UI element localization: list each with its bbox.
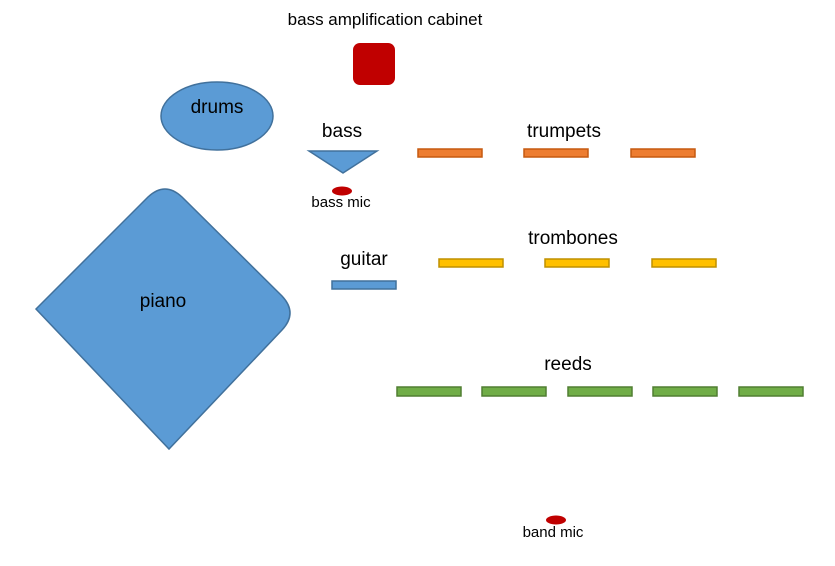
reed-3 xyxy=(567,386,633,397)
drums-shape xyxy=(160,81,274,151)
guitar-shape xyxy=(331,280,397,290)
trumpets-label: trumpets xyxy=(527,121,601,142)
bass-mic-shape xyxy=(332,186,352,196)
trombone-2 xyxy=(544,258,610,268)
reed-4 xyxy=(652,386,718,397)
piano-label: piano xyxy=(139,291,187,312)
reeds-group xyxy=(396,386,804,397)
band-mic-label: band mic xyxy=(522,524,584,541)
trumpet-3 xyxy=(630,148,696,158)
reeds-label: reeds xyxy=(544,354,592,375)
reed-2 xyxy=(481,386,547,397)
trumpet-2 xyxy=(523,148,589,158)
reed-5 xyxy=(738,386,804,397)
bass-mic-label: bass mic xyxy=(311,194,371,211)
trumpets-group xyxy=(417,148,696,158)
reed-1 xyxy=(396,386,462,397)
bass-amp-cabinet xyxy=(353,43,395,85)
trumpet-1 xyxy=(417,148,483,158)
trombone-1 xyxy=(438,258,504,268)
piano-shape xyxy=(34,188,291,451)
bass-label: bass xyxy=(321,121,363,142)
band-mic-shape xyxy=(546,515,566,525)
guitar-label: guitar xyxy=(340,249,388,270)
trombones-label: trombones xyxy=(528,228,618,249)
trombone-3 xyxy=(651,258,717,268)
drums-label: drums xyxy=(190,97,244,118)
trombones-group xyxy=(438,258,717,268)
bass-shape xyxy=(306,150,380,174)
bass-amp-label: bass amplification cabinet xyxy=(287,10,483,29)
